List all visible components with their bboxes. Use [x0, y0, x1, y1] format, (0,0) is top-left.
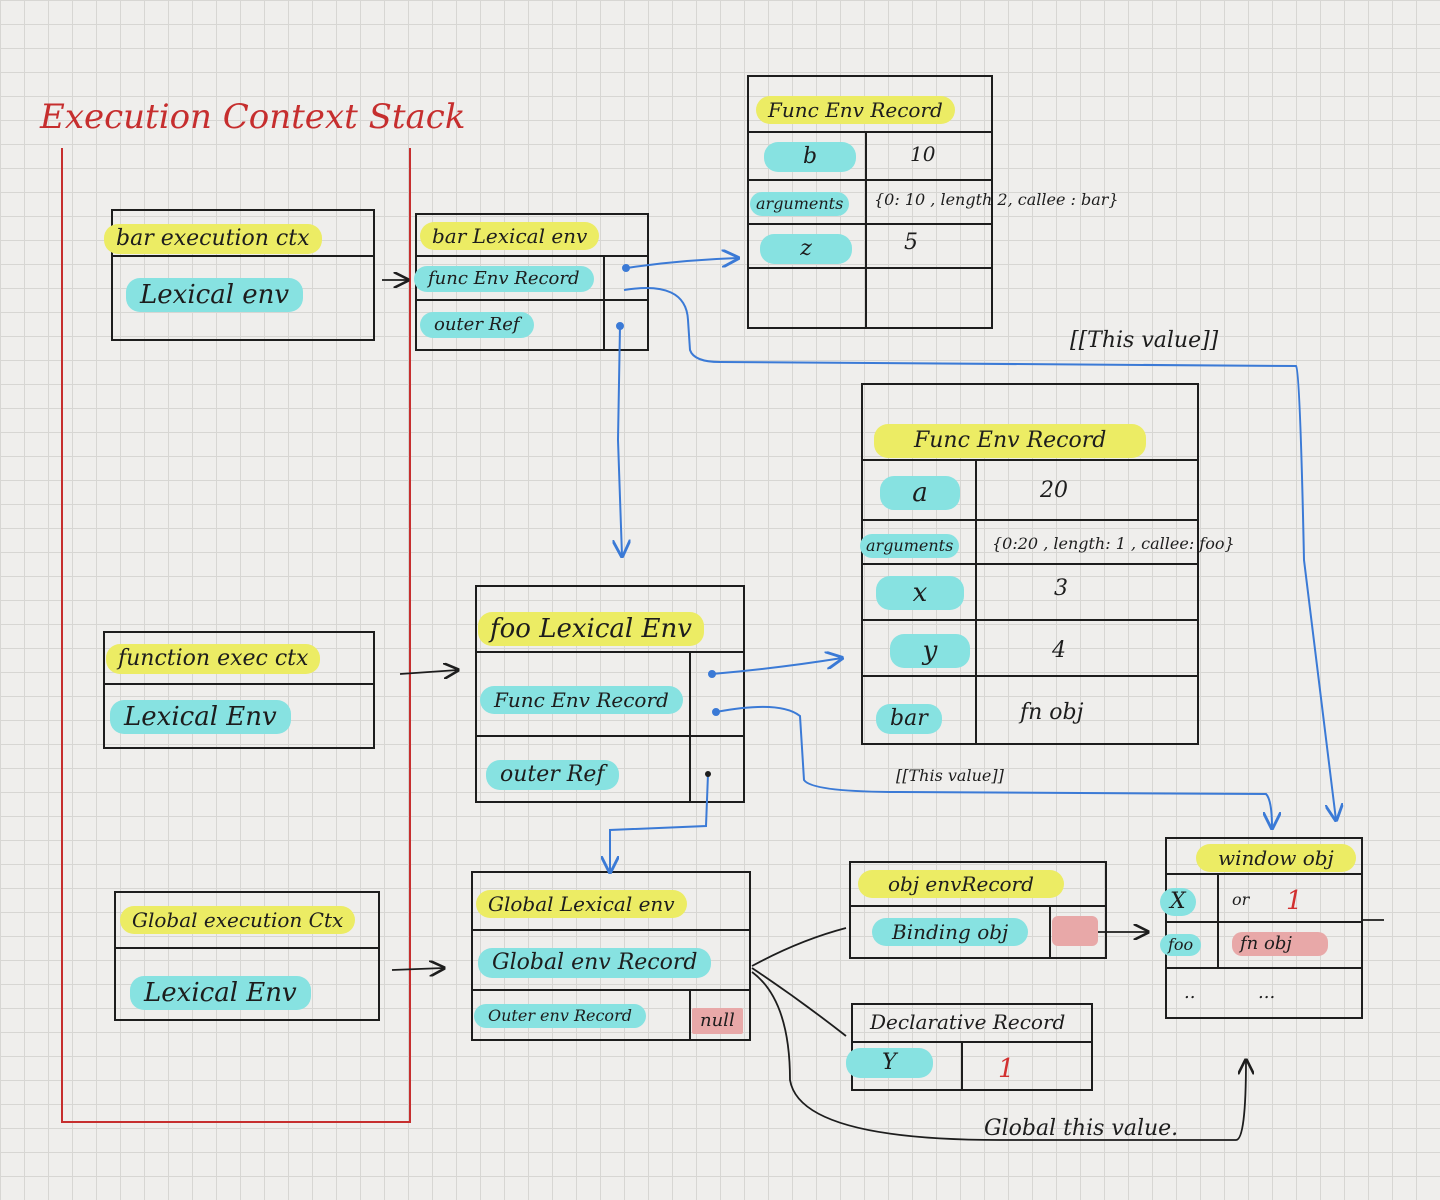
foo-record-value: fn obj: [1020, 700, 1084, 725]
arrow-global-ctx: [391, 968, 444, 970]
foo-lexenv-title: foo Lexical Env: [478, 612, 704, 646]
window-obj-value: ...: [1258, 982, 1276, 1003]
bar-record-value: 10: [910, 142, 936, 166]
global-this-label: Global this value.: [984, 1116, 1179, 1141]
bar-lexenv-record: func Env Record: [414, 266, 594, 292]
stack-title: Execution Context Stack: [40, 97, 466, 137]
arrow-bar-outer: [618, 325, 622, 556]
global-ctx-box: [114, 891, 380, 1021]
declarative-record-box: [851, 1003, 1093, 1091]
arrow-bar-record: [625, 258, 738, 269]
window-obj-key: foo: [1160, 934, 1202, 956]
this-value-label: [[This value]]: [896, 766, 1004, 785]
global-lexenv-outer: Outer env Record: [474, 1004, 646, 1028]
link-global-this: [751, 971, 1246, 1141]
bar-lexenv-outer: outer Ref: [420, 312, 534, 338]
bar-record-value: 5: [904, 230, 918, 255]
foo-record-key: arguments: [860, 534, 960, 558]
foo-record-value: {0:20 , length: 1 , callee: foo}: [992, 534, 1235, 553]
this-value-label: [[This value]]: [1070, 328, 1219, 353]
bar-ctx-box: [111, 209, 375, 341]
link-global-to-decl: [751, 967, 847, 1037]
link-global-to-obj: [751, 927, 847, 967]
declarative-record-title: Declarative Record: [870, 1010, 1066, 1034]
obj-record-title: obj envRecord: [858, 870, 1064, 898]
global-lexenv-title: Global Lexical env: [476, 890, 687, 918]
obj-record-binding: Binding obj: [872, 918, 1029, 946]
arrow-foo-record: [711, 658, 842, 675]
global-lexenv-record: Global env Record: [478, 948, 712, 978]
foo-lexenv-record: Func Env Record: [480, 686, 683, 714]
window-obj-value: fn obj: [1232, 932, 1328, 956]
global-ctx-title: Global execution Ctx: [120, 906, 356, 934]
foo-record-key: bar: [876, 704, 942, 734]
window-obj-value: 1: [1286, 886, 1303, 916]
window-obj-key: X: [1160, 888, 1196, 916]
bar-record-key: arguments: [750, 192, 850, 216]
foo-ctx-box: [103, 631, 375, 749]
foo-ctx-lexical: Lexical Env: [110, 700, 291, 734]
foo-record-title: Func Env Record: [874, 424, 1147, 458]
foo-record-value: 4: [1052, 638, 1066, 663]
window-obj-title: window obj: [1196, 844, 1356, 872]
bar-lexenv-title: bar Lexical env: [420, 222, 600, 250]
foo-record-key: x: [876, 576, 964, 610]
foo-record-key: a: [880, 476, 960, 510]
declarative-record-value: 1: [998, 1054, 1015, 1084]
bar-ctx-title: bar execution ctx: [104, 224, 322, 254]
bar-record-key: b: [764, 142, 856, 172]
declarative-record-key: Y: [846, 1048, 933, 1078]
bar-record-box: [747, 75, 993, 329]
global-ctx-lexical: Lexical Env: [130, 976, 311, 1010]
arrow-bar-this: [623, 287, 1336, 820]
foo-record-value: 20: [1040, 478, 1068, 503]
stack-frame: [61, 148, 411, 1123]
window-obj-prefix: or: [1232, 890, 1250, 909]
arrow-foo-this: [715, 705, 1272, 828]
foo-record-key: y: [890, 634, 970, 668]
obj-record-box: [849, 861, 1107, 959]
arrow-foo-ctx: [399, 670, 458, 674]
global-lexenv-outer-null: null: [692, 1008, 743, 1034]
bar-ctx-lexical: Lexical env: [126, 278, 304, 312]
obj-record-binding-ref: [1052, 916, 1098, 946]
foo-record-value: 3: [1054, 576, 1068, 601]
bar-record-value: {0: 10 , length 2, callee : bar}: [874, 190, 1119, 209]
window-obj-key: ..: [1184, 982, 1196, 1003]
foo-lexenv-box: [475, 585, 745, 803]
arrow-foo-outer: [610, 773, 709, 872]
foo-lexenv-outer: outer Ref: [486, 760, 619, 790]
window-obj-box: [1165, 837, 1363, 1019]
foo-ctx-title: function exec ctx: [106, 644, 321, 674]
bar-record-title: Func Env Record: [756, 96, 955, 124]
bar-record-key: z: [760, 234, 852, 264]
